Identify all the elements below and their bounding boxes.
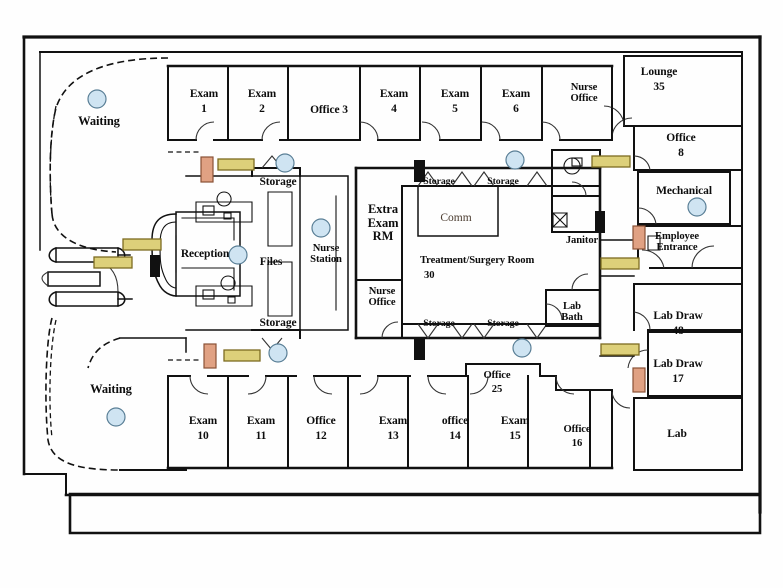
room-number-exam-1: 1 — [201, 103, 207, 115]
waiting-curve-upper — [39, 51, 169, 253]
room-label-exam-4: Exam — [379, 88, 409, 100]
room-label-exam-10: Exam — [188, 415, 218, 427]
yellow-bench-fixtures — [93, 155, 640, 362]
room-number-office-16: 16 — [571, 438, 583, 449]
bottom-room-row — [166, 363, 631, 470]
room-label-lab-bath: Lab Bath — [561, 301, 583, 324]
room-label-lounge-35: Lounge — [640, 66, 678, 78]
room-label-exam-15: Exam — [500, 415, 530, 427]
orange-cabinet-fixtures — [200, 156, 646, 393]
room-label-employee-entrance: Employee Entrance — [655, 231, 699, 254]
room-label-comm: Comm — [440, 212, 472, 224]
room-number-exam-6: 6 — [513, 103, 519, 115]
waiting-curve-lower — [45, 317, 187, 471]
room-label-exam-2: Exam — [247, 88, 277, 100]
room-number-exam-10: 10 — [197, 430, 209, 442]
room-label-office-8: Office — [666, 132, 696, 144]
room-label-nurse-office-top: Nurse Office — [570, 82, 598, 105]
corridor-bands — [168, 151, 253, 361]
room-label-storage-c: Storage — [487, 176, 519, 187]
room-label-office-12: Office — [306, 415, 336, 427]
entry-vestibule — [41, 247, 133, 307]
room-number-treatment-surgery: 30 — [424, 270, 435, 281]
room-label-exam-5: Exam — [440, 88, 470, 100]
room-label-storage-a: Storage — [259, 176, 297, 188]
room-number-office-14: 14 — [449, 430, 461, 442]
room-label-storage-d: Storage — [259, 317, 297, 329]
room-label-office-16: Office — [563, 424, 591, 435]
room-number-office-25: 25 — [491, 384, 503, 395]
room-label-office-3: Office 3 — [310, 104, 348, 116]
room-number-lounge-35: 35 — [653, 81, 665, 93]
room-number-office-8: 8 — [678, 147, 684, 159]
room-label-lab-draw-48: Lab Draw — [653, 310, 703, 322]
room-label-reception: Reception — [180, 248, 230, 260]
room-label-exam-1: Exam — [189, 88, 219, 100]
room-label-lab: Lab — [667, 428, 687, 440]
right-corridor — [599, 65, 743, 398]
blue-circle-fixtures — [87, 89, 707, 427]
room-label-extra-exam-rm: Extra Exam RM — [367, 202, 399, 243]
room-label-nurse-office-center: Nurse Office — [368, 286, 396, 309]
room-number-exam-15: 15 — [509, 430, 521, 442]
room-label-office-14: office — [441, 415, 469, 427]
room-label-storage-b: Storage — [423, 176, 455, 187]
room-number-exam-2: 2 — [259, 103, 265, 115]
room-number-exam-5: 5 — [452, 103, 458, 115]
room-label-storage-e: Storage — [423, 318, 455, 329]
room-number-exam-13: 13 — [387, 430, 399, 442]
room-label-nurse-station: Nurse Station — [310, 243, 342, 266]
room-label-exam-11: Exam — [246, 415, 276, 427]
room-number-lab-draw-48: 48 — [672, 325, 684, 337]
room-number-office-12: 12 — [315, 430, 327, 442]
room-label-waiting-top: Waiting — [78, 114, 120, 128]
room-label-janitor: Janitor — [565, 235, 599, 246]
room-label-exam-6: Exam — [501, 88, 531, 100]
room-label-waiting-bottom: Waiting — [90, 382, 132, 396]
room-label-lab-draw-17: Lab Draw — [653, 358, 703, 370]
room-number-lab-draw-17: 17 — [672, 373, 684, 385]
room-number-exam-11: 11 — [255, 430, 267, 442]
room-label-storage-f: Storage — [487, 318, 519, 329]
room-label-files: Files — [259, 256, 283, 268]
entry-walkway-band — [68, 492, 762, 535]
room-label-mechanical: Mechanical — [656, 185, 712, 197]
room-label-office-25: Office — [483, 370, 511, 381]
room-label-treatment-surgery: Treatment/Surgery Room — [420, 255, 535, 266]
room-label-exam-13: Exam — [378, 415, 408, 427]
reception-core — [151, 175, 349, 331]
room-number-exam-4: 4 — [391, 103, 397, 115]
black-marker-fixtures — [150, 160, 605, 360]
